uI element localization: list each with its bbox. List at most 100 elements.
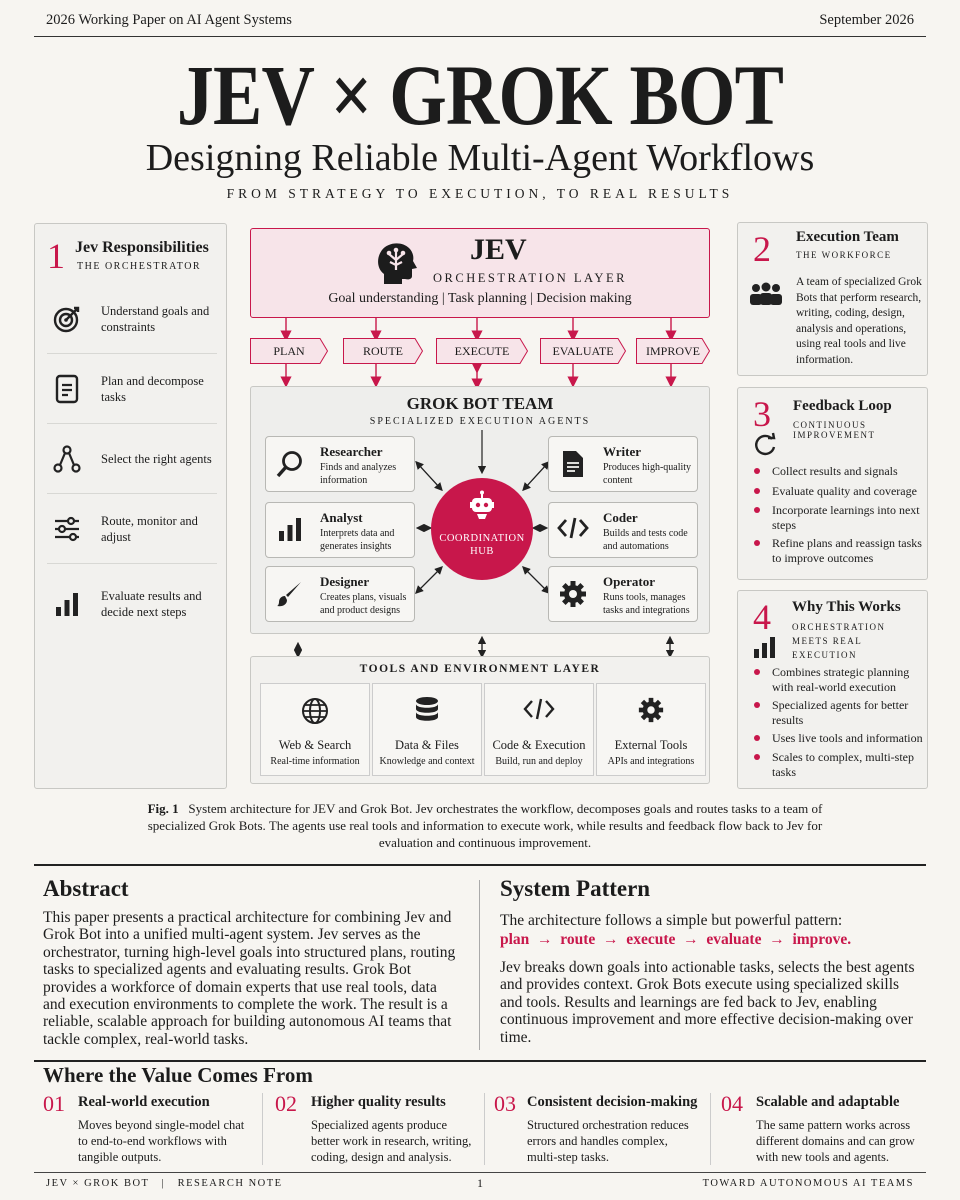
jev-layer-label: ORCHESTRATION LAYER	[433, 271, 627, 285]
jev-orchestration-box	[250, 228, 710, 318]
page-title: JEV × GROK BOT	[176, 47, 784, 143]
agent-operator: Operator Runs tools, manages tasks and i…	[548, 566, 698, 622]
tool-data-files: Data & Files Knowledge and context	[372, 683, 482, 776]
target-icon	[47, 304, 87, 334]
abstract-heading: Abstract	[43, 876, 129, 901]
stage-connectors	[280, 318, 677, 388]
tool-name: Code & Execution	[492, 738, 586, 752]
why-bullet: Scales to complex, multi-step tasks	[754, 750, 924, 780]
value-description: Specialized agents produce better work i…	[311, 1118, 472, 1164]
agent-name: Coder	[603, 510, 638, 525]
responsibility-text: Plan and decompose tasks	[101, 373, 204, 404]
panel-subtitle: THE WORKFORCE	[796, 250, 892, 260]
value-description: The same pattern works across different …	[756, 1118, 915, 1164]
agent-name: Designer	[320, 574, 370, 589]
system-pattern-text: Jev breaks down goals into actionable ta…	[500, 959, 915, 1046]
feedback-bullet: Refine plans and reassign tasks to impro…	[754, 536, 924, 566]
panel-title: Jev Responsibilities	[75, 239, 209, 256]
sliders-icon	[47, 514, 87, 544]
branch-icon	[47, 444, 87, 474]
stage-label: PLAN	[273, 343, 305, 358]
bar-chart-icon	[752, 635, 778, 664]
team-subtitle: SPECIALIZED EXECUTION AGENTS	[369, 416, 591, 427]
tool-external-tools: External Tools APIs and integrations	[596, 683, 706, 776]
team-title: GROK BOT TEAM	[406, 394, 554, 413]
agent-description: Builds and tests code and automations	[603, 528, 688, 552]
stage-improve: IMPROVE	[636, 338, 710, 364]
jev-name: JEV	[470, 233, 527, 266]
stage-label: EXECUTE	[454, 343, 510, 358]
tool-web-search: Web & Search Real-time information	[260, 683, 370, 776]
gear-icon	[557, 579, 589, 609]
column-divider	[479, 880, 480, 1050]
page-number: 1	[477, 1176, 483, 1190]
tool-description: Build, run and deploy	[495, 756, 583, 767]
abstract-text: This paper presents a practical architec…	[43, 909, 456, 1048]
pattern-sequence: plan → route → execute → evaluate → impr…	[500, 931, 852, 948]
document-icon	[47, 374, 87, 404]
value-separator	[262, 1093, 263, 1165]
stage-execute: EXECUTE	[436, 338, 528, 364]
refresh-icon	[752, 432, 778, 463]
head-brain-icon	[372, 238, 422, 293]
feedback-bullet: Evaluate quality and coverage	[754, 484, 924, 499]
agent-description: Interprets data and generates insights	[320, 528, 395, 552]
responsibility-text: Evaluate results and decide next steps	[101, 589, 202, 619]
responsibility-text: Select the right agents	[101, 451, 212, 466]
value-title: Real-world execution	[78, 1094, 210, 1110]
agent-coder: Coder Builds and tests code and automati…	[548, 502, 698, 558]
figure-label: Fig. 1	[147, 801, 179, 816]
jev-capabilities: Goal understanding | Task planning | Dec…	[328, 291, 632, 306]
system-pattern-intro: The architecture follows a simple but po…	[500, 912, 843, 929]
system-pattern-heading: System Pattern	[500, 876, 651, 901]
value-title: Scalable and adaptable	[756, 1094, 900, 1110]
agent-description: Finds and analyzes information	[320, 462, 397, 486]
responsibility-item: Evaluate results and decide next steps	[47, 569, 217, 639]
tool-name: Data & Files	[395, 738, 459, 752]
robot-icon	[469, 490, 495, 525]
agent-name: Operator	[603, 574, 655, 589]
tool-description: Knowledge and context	[379, 756, 475, 767]
why-bullet: Uses live tools and information	[754, 731, 924, 746]
value-separator	[484, 1093, 485, 1165]
responsibility-item: Route, monitor and adjust	[47, 494, 217, 564]
value-heading: Where the Value Comes From	[43, 1063, 313, 1087]
document-icon	[557, 449, 589, 479]
panel-subtitle: ORCHESTRATION MEETS REAL EXECUTION	[792, 622, 886, 660]
jev-responsibilities-panel: 1 Jev Responsibilities THE ORCHESTRATOR …	[34, 223, 227, 789]
brush-icon	[274, 579, 306, 609]
responsibility-text: Route, monitor and adjust	[101, 513, 198, 544]
header-left: 2026 Working Paper on AI Agent Systems	[46, 12, 292, 28]
section-rule	[34, 864, 926, 866]
bar-chart-icon	[274, 515, 306, 543]
tool-name: External Tools	[614, 738, 688, 752]
why-this-works-panel: 4 Why This Works ORCHESTRATION MEETS REA…	[737, 590, 928, 789]
value-separator	[710, 1093, 711, 1165]
figure-caption: Fig. 1 System architecture for JEV and G…	[140, 800, 830, 851]
responsibility-item: Plan and decompose tasks	[47, 354, 217, 424]
agent-name: Writer	[603, 444, 642, 459]
header-date: September 2026	[819, 12, 914, 28]
why-bullet: Combines strategic planning with real-wo…	[754, 665, 924, 695]
value-number: 04	[721, 1091, 743, 1116]
feedback-loop-panel: 3 Feedback Loop CONTINUOUS IMPROVEMENT C…	[737, 387, 928, 580]
agent-writer: Writer Produces high-quality content	[548, 436, 698, 492]
why-bullet: Specialized agents for better results	[754, 698, 924, 728]
page-subtitle: Designing Reliable Multi-Agent Workflows	[145, 137, 815, 179]
code-icon	[485, 696, 593, 726]
stage-plan: PLAN	[250, 338, 328, 364]
value-number: 03	[494, 1091, 516, 1116]
page-tagline: FROM STRATEGY TO EXECUTION, TO REAL RESU…	[226, 186, 734, 201]
panel-title: Execution Team	[796, 229, 899, 245]
tool-name: Web & Search	[278, 738, 352, 752]
agent-description: Produces high-quality content	[603, 462, 692, 486]
code-icon	[557, 515, 589, 541]
team-icon	[748, 281, 784, 312]
execution-team-panel: 2 Execution Team THE WORKFORCE A team of…	[737, 222, 928, 376]
agent-description: Creates plans, visuals and product desig…	[320, 592, 407, 616]
stage-evaluate: EVALUATE	[540, 338, 626, 364]
responsibility-item: Understand goals and constraints	[47, 284, 217, 354]
globe-icon	[261, 696, 369, 726]
responsibility-text: Understand goals and constraints	[101, 303, 210, 334]
agent-designer: Designer Creates plans, visuals and prod…	[265, 566, 415, 622]
